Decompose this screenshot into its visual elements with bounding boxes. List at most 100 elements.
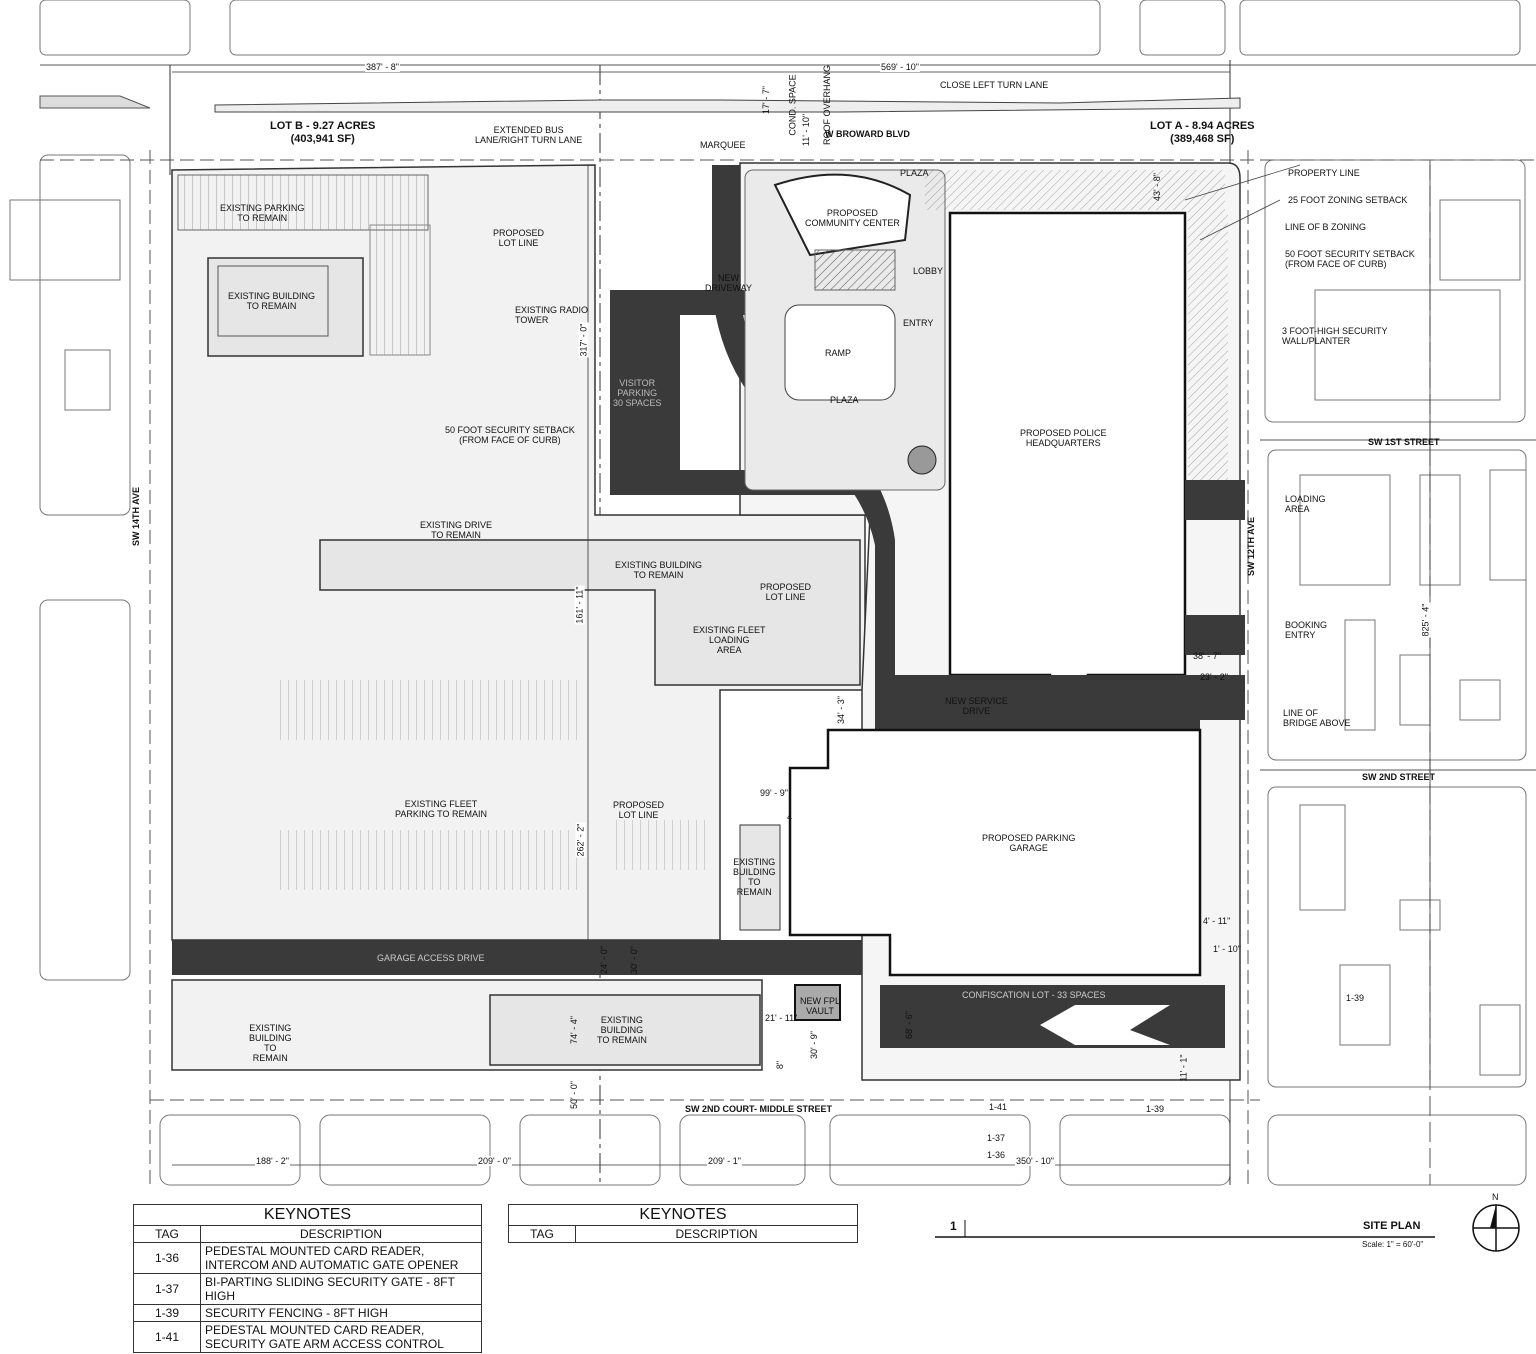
street-sw12: SW 12TH AVE — [1246, 516, 1257, 577]
label-booking-entry: BOOKING ENTRY — [1285, 620, 1328, 640]
label-entry: ENTRY — [903, 318, 934, 328]
street-sw14: SW 14TH AVE — [131, 486, 142, 547]
existing-building-3 — [739, 824, 781, 931]
police-hq-footprint — [948, 211, 1187, 692]
north-label: N — [1492, 1192, 1499, 1202]
callout-1-36: 1-36 — [987, 1150, 1006, 1160]
label-close-left: CLOSE LEFT TURN LANE — [940, 80, 1049, 90]
street-sw2ndct: SW 2ND COURT- MIDDLE STREET — [685, 1104, 833, 1114]
keynotes-col-tag-right: TAG — [508, 1225, 576, 1243]
keynotes-title-left: KEYNOTES — [133, 1204, 482, 1226]
lot-b-title: LOT B - 9.27 ACRES(403,941 SF) — [270, 120, 376, 145]
dim-30-9: 30' - 9" — [808, 1031, 819, 1059]
ramp — [784, 304, 896, 401]
dim-4-11: 4' - 11" — [1203, 916, 1231, 926]
label-garage-access: GARAGE ACCESS DRIVE — [377, 953, 485, 963]
label-lobby: LOBBY — [913, 266, 944, 276]
dim-38: 38' - 7" — [1193, 651, 1221, 661]
dim-74: 74' - 4" — [568, 1016, 579, 1044]
dim-99: 99' - 9" — [760, 788, 788, 798]
label-b-zoning: LINE OF B ZONING — [1285, 222, 1367, 232]
label-plaza-top: PLAZA — [900, 168, 929, 178]
callout-1-41: 1-41 — [989, 1102, 1008, 1112]
dim-43: 43' - 8" — [1151, 173, 1162, 201]
dim-188: 188' - 2" — [255, 1156, 290, 1166]
label-roof-overhang: ROOF OVERHANG — [822, 64, 833, 146]
community-center — [773, 173, 912, 257]
label-setback-50-left: 50 FOOT SECURITY SETBACK (FROM FACE OF C… — [445, 425, 575, 445]
booking-drive — [1185, 615, 1245, 655]
label-proposed-lot-line-2: PROPOSED LOT LINE — [760, 582, 812, 602]
callout-1-37: 1-37 — [987, 1133, 1006, 1143]
visitor-parking — [610, 290, 860, 495]
callout-1-39-b: 1-39 — [1146, 1104, 1165, 1114]
label-new-service-drive: NEW SERVICE DRIVE — [945, 696, 1008, 716]
label-radio-tower: EXISTING RADIO TOWER — [515, 305, 589, 325]
label-zoning-setback: 25 FOOT ZONING SETBACK — [1288, 195, 1408, 205]
existing-building-5 — [489, 994, 761, 1066]
label-visitor-parking: VISITOR PARKING 30 SPACES — [613, 378, 662, 408]
north-arrow-icon — [1472, 1204, 1520, 1252]
drawing-scale: Scale: 1" = 60'-0" — [1362, 1240, 1424, 1249]
dim-209-0: 209' - 0" — [477, 1156, 512, 1166]
dim-209-1: 209' - 1" — [707, 1156, 742, 1166]
label-bridge-above: LINE OF BRIDGE ABOVE — [1283, 708, 1351, 728]
loading-drive — [1185, 480, 1245, 520]
drawing-number: 1 — [950, 1219, 957, 1233]
label-existing-drive: EXISTING DRIVE TO REMAIN — [420, 520, 493, 540]
label-plaza-mid: PLAZA — [830, 395, 859, 405]
keynotes-col-tag: TAG — [133, 1225, 201, 1243]
fleet-parking-stalls — [280, 680, 580, 740]
label-confiscation: CONFISCATION LOT - 33 SPACES — [962, 990, 1106, 1000]
lot-a-title: LOT A - 8.94 ACRES(389,468 SF) — [1150, 120, 1255, 145]
existing-parking-top — [177, 174, 429, 231]
street-sw1st: SW 1ST STREET — [1368, 437, 1440, 447]
callout-1-39-a: 1-39 — [1346, 993, 1365, 1003]
dim-11-10: 11' - 10" — [801, 113, 812, 147]
dim-24: 24' - 0" — [598, 946, 609, 974]
label-existing-building-4: EXISTING BUILDING TO REMAIN — [249, 1023, 292, 1063]
dim-30: 30' - 0" — [628, 946, 639, 974]
label-police-hq: PROPOSED POLICE HEADQUARTERS — [1020, 428, 1107, 448]
keynotes-col-desc-right: DESCRIPTION — [575, 1225, 858, 1243]
dim-17: 17' - 7" — [760, 86, 771, 114]
label-existing-building-1: EXISTING BUILDING TO REMAIN — [228, 291, 316, 311]
label-existing-building-2: EXISTING BUILDING TO REMAIN — [615, 560, 703, 580]
dim-387: 387' - 8" — [365, 62, 400, 72]
dim-350: 350' - 10" — [1015, 1156, 1055, 1166]
dim-23: 23' - 2" — [1200, 672, 1228, 682]
left-turn-arrow — [39, 95, 151, 109]
dim-262: 262' - 2" — [575, 822, 586, 858]
label-existing-parking: EXISTING PARKING TO REMAIN — [220, 203, 305, 223]
existing-building-1 — [207, 257, 364, 357]
label-cond-space: COND. SPACE — [787, 74, 798, 136]
label-existing-building-3: EXISTING BUILDING TO REMAIN — [733, 857, 776, 897]
parking-column — [369, 224, 431, 356]
dim-11-1: 11' - 1" — [1178, 1054, 1189, 1082]
street-sw2nd: SW 2ND STREET — [1362, 772, 1436, 782]
label-fpl-vault: NEW FPL VAULT — [800, 996, 841, 1016]
dim-569: 569' - 10" — [880, 62, 920, 72]
parking-garage-footprint — [788, 728, 1202, 977]
label-fleet-loading: EXISTING FLEET LOADING AREA — [693, 625, 766, 655]
label-proposed-lot-line-3: PROPOSED LOT LINE — [613, 800, 665, 820]
confiscation-lot — [880, 985, 1225, 1048]
dim-50: 50' - 0" — [568, 1081, 579, 1109]
dim-1-10: 1' - 10" — [1213, 944, 1241, 954]
dim-68: 68' - 6" — [903, 1011, 914, 1039]
label-existing-building-5: EXISTING BUILDING TO REMAIN — [597, 1015, 647, 1045]
label-property-line: PROPERTY LINE — [1288, 168, 1360, 178]
dim-161: 161' - 11" — [574, 585, 585, 625]
fpl-vault — [794, 984, 841, 1021]
label-fleet-parking: EXISTING FLEET PARKING TO REMAIN — [395, 799, 488, 819]
label-security-wall: 3 FOOT-HIGH SECURITY WALL/PLANTER — [1282, 326, 1388, 346]
label-ramp: RAMP — [825, 348, 852, 358]
label-proposed-lot-line-1: PROPOSED LOT LINE — [493, 228, 545, 248]
dim-825: 825' - 4" — [1420, 602, 1431, 638]
keynotes-table-right: KEYNOTES TAG DESCRIPTION — [508, 1204, 858, 1243]
dim-34: 34' - 3" — [835, 696, 846, 724]
